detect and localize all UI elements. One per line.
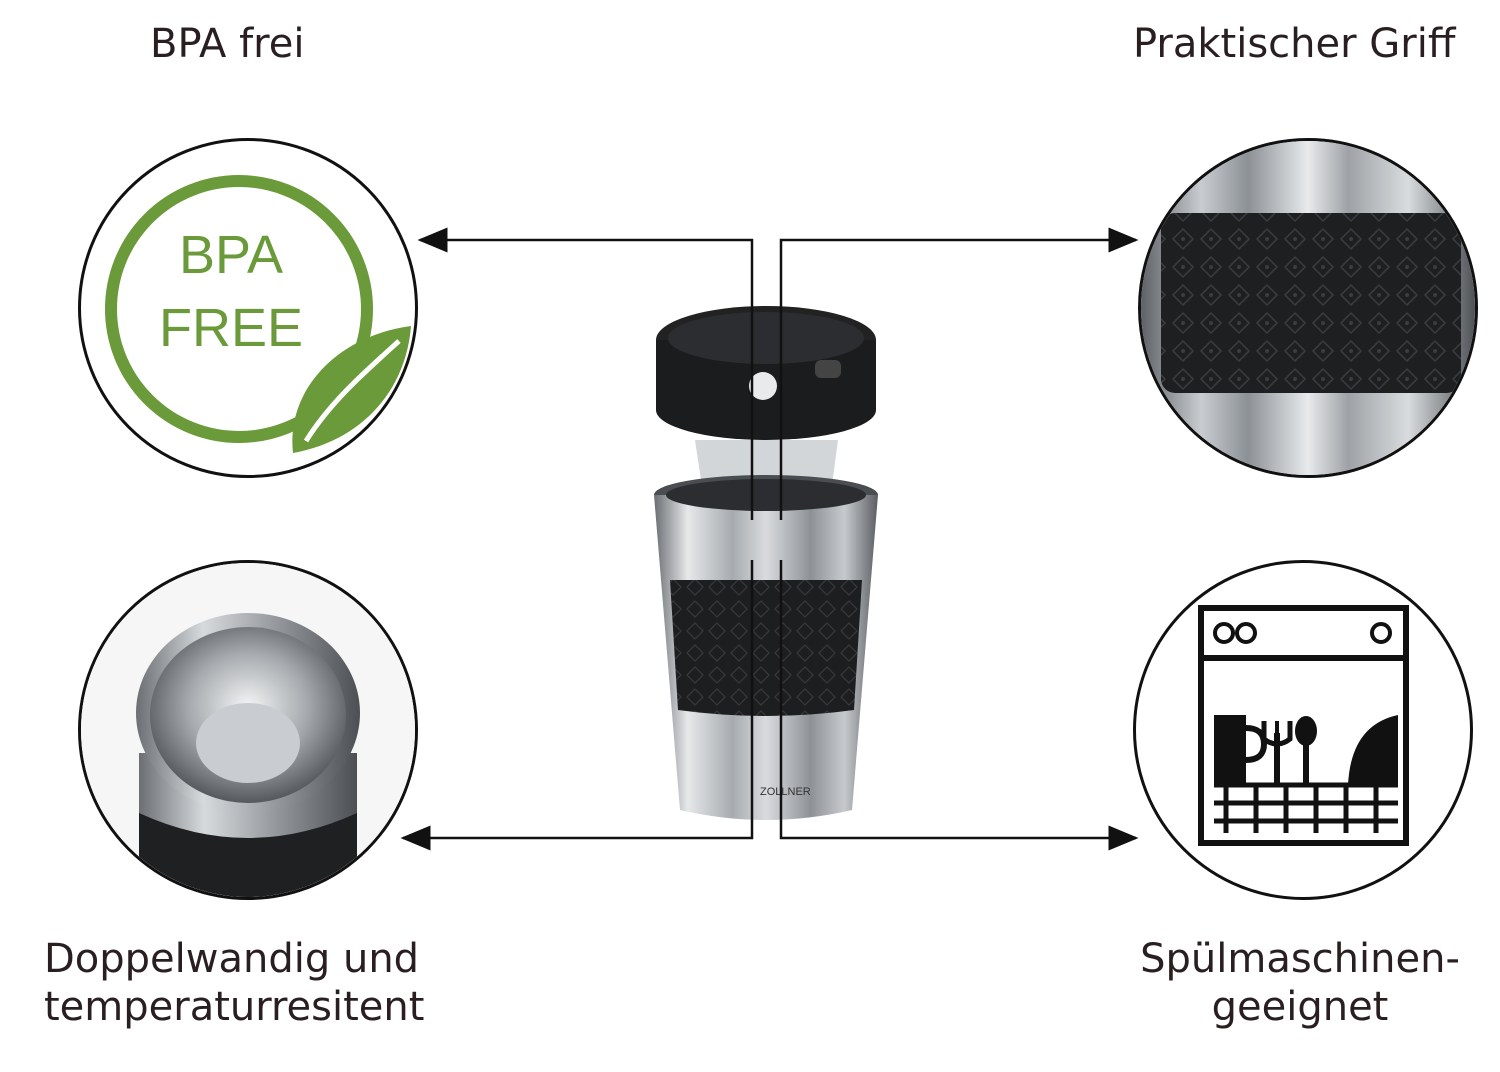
lid-button-icon — [749, 372, 777, 400]
bpa-free-circle: BPA FREE — [78, 138, 418, 478]
grip-sleeve-image — [1141, 141, 1475, 475]
leaf-icon — [292, 326, 411, 453]
arrow-to-double-walled — [400, 560, 754, 851]
lid-slider-icon — [815, 360, 841, 378]
bpa-free-badge-icon: BPA FREE — [105, 175, 411, 453]
caption-practical-grip: Praktischer Griff — [1133, 21, 1456, 67]
dishwasher-circle — [1133, 560, 1473, 900]
dishwasher-icon — [1198, 605, 1409, 846]
caption-double-walled-line1: Doppelwandig und — [44, 936, 420, 982]
brand-logo: ZOLLNER — [760, 786, 811, 798]
arrow-to-bpa-free — [417, 227, 754, 520]
caption-double-walled: Doppelwandig und temperaturresitent — [44, 935, 424, 1031]
caption-double-walled-line2: temperaturresitent — [44, 984, 425, 1030]
badge-text-free: FREE — [159, 298, 303, 358]
grip-circle — [1138, 138, 1478, 478]
badge-text-bpa: BPA — [179, 225, 283, 285]
arrow-to-grip — [779, 227, 1139, 520]
cup-interior-circle — [78, 560, 418, 900]
caption-dishwasher-line2: geeignet — [1211, 984, 1389, 1030]
caption-dishwasher-line1: Spülmaschinen- — [1140, 936, 1460, 982]
arrow-to-dishwasher — [779, 560, 1139, 851]
caption-dishwasher-safe: Spülmaschinen- geeignet — [1130, 935, 1470, 1031]
travel-mug-image: ZOLLNER — [654, 306, 878, 820]
cup-interior-image — [81, 563, 415, 897]
caption-bpa-free: BPA frei — [150, 21, 305, 67]
